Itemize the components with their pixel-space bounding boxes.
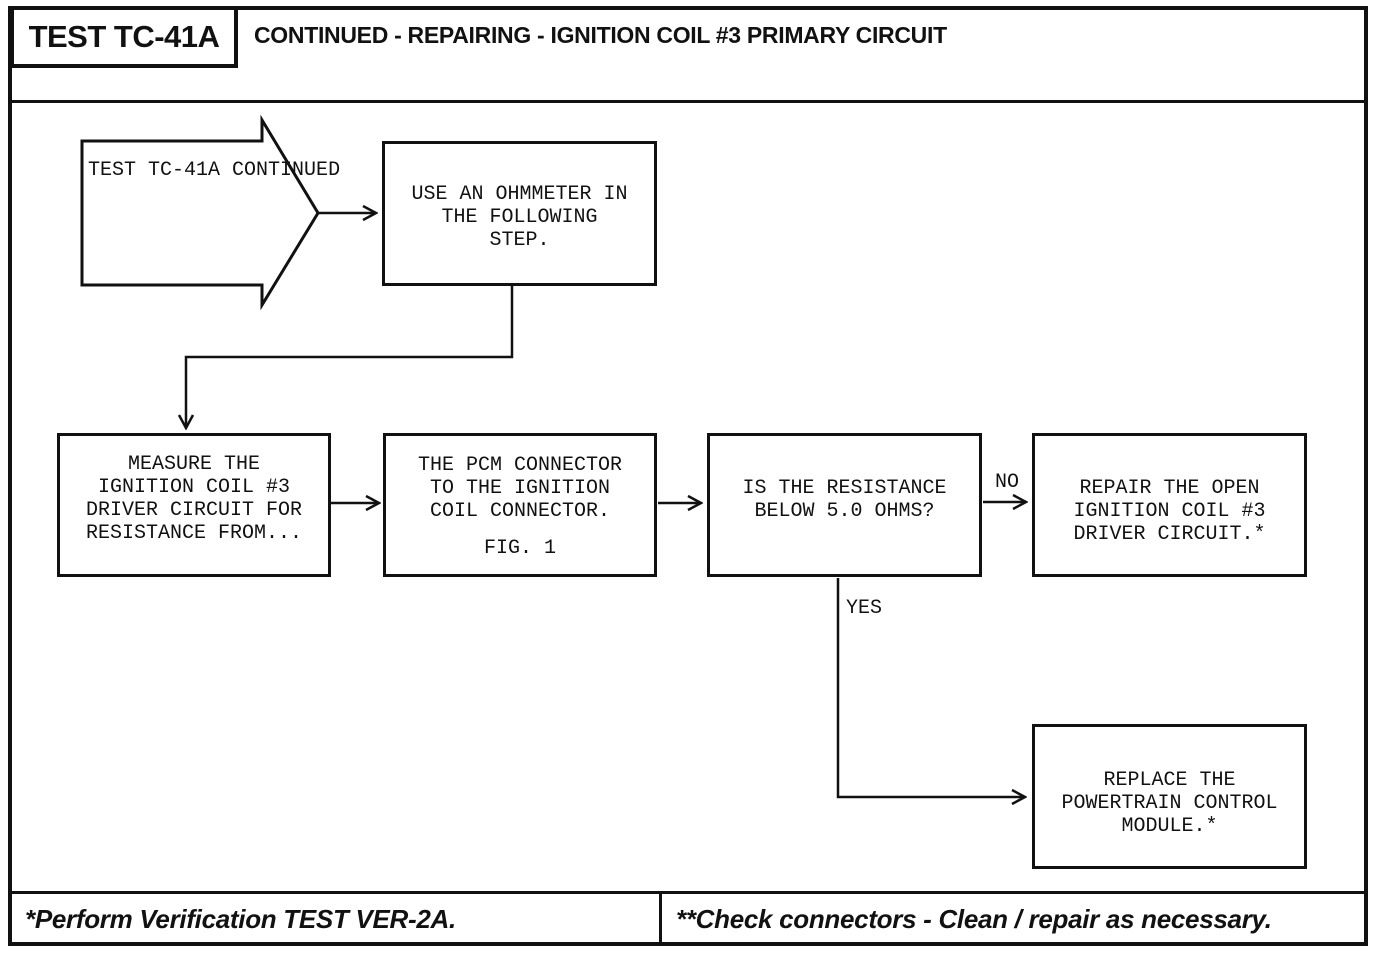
box-text-line: MODULE.* — [1121, 815, 1218, 838]
footnote-connectors: **Check connectors - Clean / repair as n… — [676, 903, 1272, 934]
figure-reference: FIG. 1 — [483, 537, 556, 560]
box-text-line: TO THE IGNITION — [429, 477, 611, 500]
footer-separator-line — [8, 891, 1368, 894]
box-text-line: IGNITION COIL #3 — [1073, 500, 1266, 523]
box-text-line: STEP. — [489, 229, 550, 252]
flow-box-measure-resistance: MEASURE THE IGNITION COIL #3 DRIVER CIRC… — [57, 433, 331, 577]
page-border — [8, 6, 1368, 946]
flow-box-resistance-question: IS THE RESISTANCE BELOW 5.0 OHMS? — [707, 433, 982, 577]
connector-yes-branch — [836, 578, 1025, 797]
entry-line: CONTINUED — [232, 159, 341, 182]
box-text-line: POWERTRAIN CONTROL — [1061, 792, 1278, 815]
box-text-line: USE AN OHMMETER IN — [411, 183, 628, 206]
footnote-verification: *Perform Verification TEST VER-2A. — [25, 903, 456, 934]
entry-line: TEST TC-41A — [88, 159, 221, 182]
box-text-line: THE FOLLOWING — [441, 206, 598, 229]
footer-divider-line — [659, 891, 662, 946]
flow-box-repair-driver-circuit: REPAIR THE OPEN IGNITION COIL #3 DRIVER … — [1032, 433, 1307, 577]
box-text-line: DRIVER CIRCUIT.* — [1073, 523, 1266, 546]
flow-box-replace-pcm: REPLACE THE POWERTRAIN CONTROL MODULE.* — [1032, 724, 1307, 869]
test-id-label: TEST TC-41A — [28, 19, 220, 54]
box-text-line: THE PCM CONNECTOR — [417, 454, 623, 477]
box-text-line: REPAIR THE OPEN — [1079, 477, 1260, 500]
box-text-line: COIL CONNECTOR. — [429, 500, 611, 523]
box-text-line: MEASURE THE — [127, 453, 261, 476]
entry-arrow-text: TEST TC-41A CONTINUED — [88, 159, 340, 182]
branch-label-yes: YES — [846, 597, 883, 620]
flow-box-pcm-connector: THE PCM CONNECTOR TO THE IGNITION COIL C… — [383, 433, 657, 577]
branch-label-no: NO — [994, 471, 1019, 494]
box-text-line: IS THE RESISTANCE — [742, 477, 947, 500]
box-text-line: DRIVER CIRCUIT FOR — [85, 499, 303, 522]
box-text-line: RESISTANCE FROM... — [85, 522, 303, 545]
flow-box-use-ohmmeter: USE AN OHMMETER IN THE FOLLOWING STEP. — [382, 141, 657, 286]
box-text-line: BELOW 5.0 OHMS? — [754, 500, 935, 523]
box-text-line: REPLACE THE — [1103, 769, 1236, 792]
test-id-box: TEST TC-41A — [10, 6, 238, 68]
connector-ohmmeter-to-measure — [186, 286, 514, 428]
entry-arrow-shape — [80, 114, 320, 311]
page-title: CONTINUED - REPAIRING - IGNITION COIL #3… — [254, 21, 947, 48]
box-text-line: IGNITION COIL #3 — [97, 476, 291, 499]
header-separator-line — [8, 100, 1368, 103]
